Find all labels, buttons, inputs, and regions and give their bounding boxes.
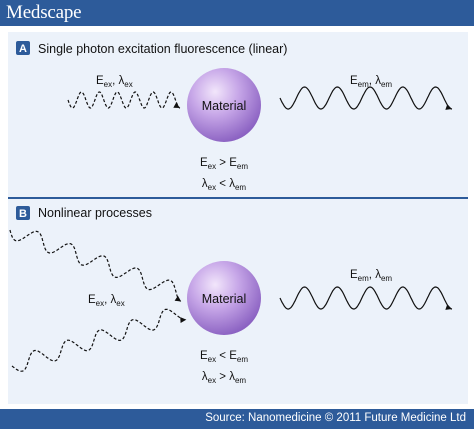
panel-a-energy-relation: Eex > Eem	[200, 157, 248, 171]
panel-a-emission-wave	[279, 86, 453, 110]
panel-b-letter-box	[16, 206, 30, 220]
panel-b-emission-label: Eem, λem	[350, 269, 392, 283]
panel-a-letter-box	[16, 41, 30, 55]
panel-b-emission-arrowhead	[445, 304, 452, 310]
panel-b-excitation-label: Eex, λex	[88, 294, 125, 308]
panel-b-material-label: Material	[202, 292, 246, 306]
medscape-logo: Medscape	[6, 2, 82, 23]
panel-b-excitation-arrowhead-upper	[174, 295, 182, 302]
panel-b-excitation-wave-lower	[11, 308, 187, 372]
panel-b-excitation-arrowhead-lower	[180, 317, 187, 323]
panel-a-wavelength-relation: λex < λem	[202, 178, 247, 192]
panel-a-excitation-arrowhead	[173, 102, 180, 108]
panel-a-excitation-label: Eex, λex	[96, 75, 133, 89]
diagram-svg: A Single photon excitation fluorescence …	[8, 41, 468, 385]
figure-panel: A Single photon excitation fluorescence …	[8, 32, 468, 404]
panel-a-emission-arrowhead	[445, 104, 452, 110]
panel-b-material-sphere	[187, 261, 261, 335]
panel-a-emission-label: Eem, λem	[350, 75, 392, 89]
panel-a-material-sphere	[187, 68, 261, 142]
panel-b-excitation-wave-upper	[9, 229, 182, 303]
source-credit: Source: Nanomedicine © 2011 Future Medic…	[205, 412, 466, 424]
panel-a-material-label: Material	[202, 99, 246, 113]
panel-a-excitation-wave	[67, 91, 181, 109]
panel-b-energy-relation: Eex < Eem	[200, 350, 248, 364]
panel-b-title: Nonlinear processes	[38, 206, 152, 220]
panel-b-emission-wave	[279, 286, 453, 310]
panel-a-title: Single photon excitation fluorescence (l…	[38, 42, 287, 56]
footer-bar: Source: Nanomedicine © 2011 Future Medic…	[0, 409, 474, 429]
header-bar: Medscape	[0, 0, 474, 26]
panel-a-letter: A	[19, 43, 27, 55]
panel-b-wavelength-relation: λex > λem	[202, 371, 247, 385]
panel-b-letter: B	[19, 208, 27, 220]
